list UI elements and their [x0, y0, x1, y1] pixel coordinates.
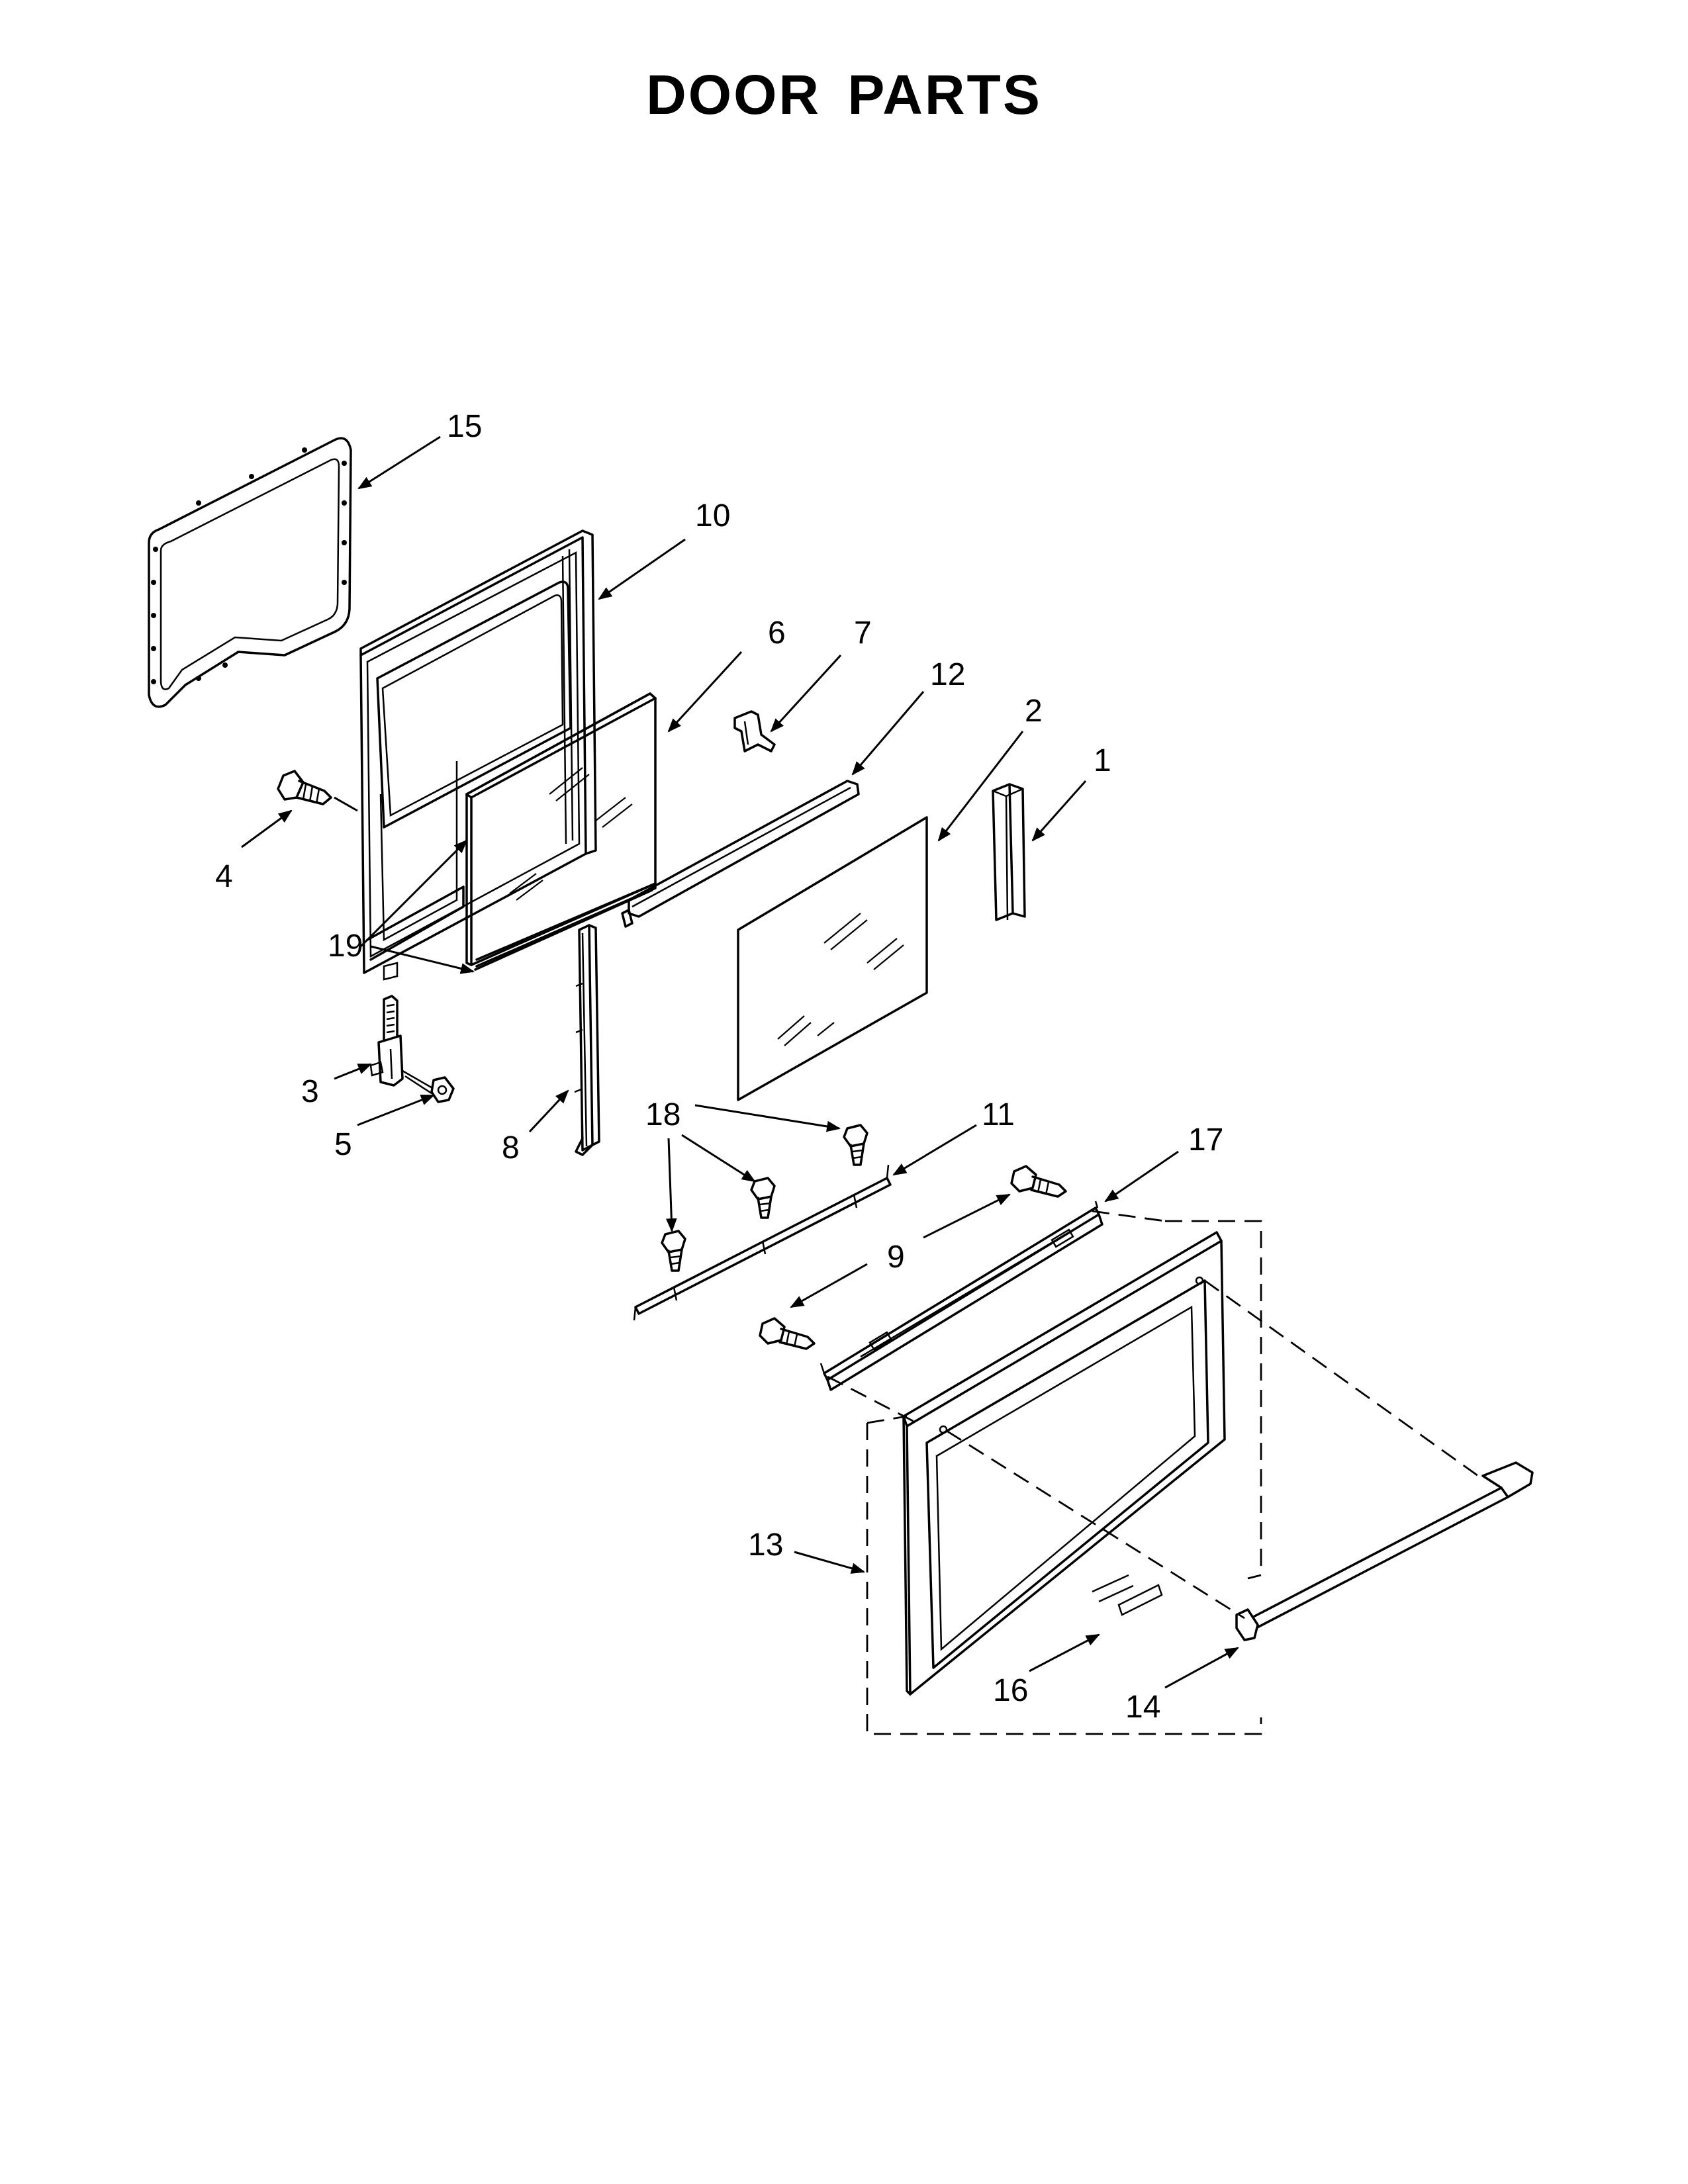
part-11-lower-bracket	[633, 1164, 892, 1321]
part-5-hinge-screw	[402, 1069, 455, 1103]
part-9-screws	[759, 1165, 1067, 1350]
leader-2	[937, 731, 1024, 842]
part-12-glass-channel	[621, 780, 860, 928]
leader-17	[1104, 1150, 1179, 1203]
callout-14: 14	[1125, 1690, 1160, 1725]
callout-4: 4	[215, 859, 233, 894]
part-14-door-handle	[1235, 1461, 1534, 1641]
callout-10: 10	[695, 498, 730, 533]
leader-1	[1031, 780, 1087, 842]
part-17-handle-bracket	[820, 1201, 1103, 1391]
callout-18: 18	[645, 1097, 680, 1132]
leader-13	[794, 1551, 866, 1574]
leader-19a	[359, 839, 468, 948]
leader-19b	[370, 945, 475, 974]
leader-12	[851, 691, 925, 776]
leader-18b	[681, 1134, 756, 1183]
callout-16: 16	[993, 1673, 1028, 1708]
part-19-trim-strip	[465, 692, 653, 971]
leader-5	[357, 1094, 435, 1126]
callout-17: 17	[1188, 1122, 1223, 1158]
leader-18c	[665, 1138, 677, 1233]
leader-6	[667, 651, 743, 733]
callout-5: 5	[334, 1127, 352, 1162]
leader-15	[357, 435, 441, 490]
leader-11	[892, 1124, 977, 1176]
callout-9: 9	[887, 1240, 905, 1275]
assembly-dashed-lines	[827, 1210, 1483, 1735]
part-4-screw	[277, 770, 358, 812]
leader-4	[241, 809, 293, 848]
part-13-outer-door-panel	[902, 1231, 1226, 1696]
callout-2: 2	[1025, 694, 1043, 729]
callout-1: 1	[1094, 743, 1111, 778]
part-8-side-bracket	[574, 924, 600, 1156]
part-18-screws	[661, 1124, 868, 1272]
part-16-badge	[1092, 1574, 1134, 1603]
callout-6: 6	[768, 615, 786, 651]
leader-9b	[790, 1263, 868, 1308]
part-1-spacer	[992, 783, 1026, 921]
callout-8: 8	[502, 1130, 520, 1165]
callout-3: 3	[301, 1074, 319, 1109]
leader-9a	[923, 1193, 1011, 1239]
part-10-inner-door-panel	[359, 529, 597, 981]
callout-15: 15	[447, 409, 482, 444]
callout-11: 11	[982, 1097, 1015, 1132]
callout-13: 13	[748, 1527, 783, 1563]
callout-7: 7	[854, 615, 872, 651]
leader-18a	[694, 1104, 841, 1132]
part-15-door-gasket	[148, 437, 352, 708]
leader-7	[770, 654, 842, 733]
callout-labels: 15 10 6 7 12 2 1 4 19 3 5 8 18 11 17 9 1…	[215, 409, 1223, 1725]
part-7-clip	[733, 710, 776, 752]
page-title: DOOR PARTS	[646, 64, 1042, 126]
callout-12: 12	[930, 657, 965, 692]
leader-16	[1029, 1633, 1100, 1672]
part-2-outer-door-glass	[737, 816, 928, 1101]
leader-3	[334, 1063, 372, 1080]
callout-19: 19	[328, 929, 363, 964]
leader-lines	[241, 435, 1239, 1689]
leader-14	[1164, 1647, 1239, 1689]
leader-8	[528, 1089, 569, 1133]
leader-10	[598, 538, 686, 600]
part-3-hinge	[369, 995, 404, 1087]
